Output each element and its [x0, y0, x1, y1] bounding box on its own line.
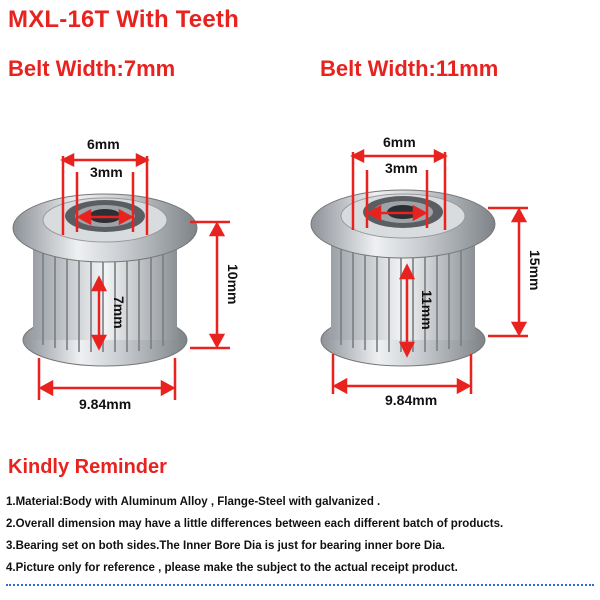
note-item: 2.Overall dimension may have a little di…	[6, 518, 504, 530]
dim-outer-bore-right: 6mm	[383, 134, 416, 150]
dim-diameter-left: 9.84mm	[79, 396, 132, 412]
pulley-image-right: 6mm 3mm 15mm 11mm 9.84mm	[303, 134, 563, 430]
reminder-notes: 1.Material:Body with Aluminum Alloy , Fl…	[6, 494, 596, 582]
reminder-title: Kindly Reminder	[8, 456, 167, 478]
pulley-image-left: 6mm 3mm 10mm 7mm 9.84mm	[5, 136, 265, 430]
dim-tooth-left: 7mm	[111, 296, 127, 329]
dim-height-left: 10mm	[225, 264, 241, 305]
dim-tooth-right: 11mm	[419, 290, 435, 330]
page-title: MXL-16T With Teeth	[8, 6, 239, 33]
pulley-drawing-right	[310, 148, 528, 395]
dim-inner-bore-left: 3mm	[90, 164, 123, 180]
dim-height-right: 15mm	[527, 250, 543, 291]
dim-diameter-right: 9.84mm	[385, 392, 438, 408]
belt-width-right: Belt Width:11mm	[320, 56, 499, 81]
note-item: 3.Bearing set on both sides.The Inner Bo…	[6, 540, 445, 552]
dim-inner-bore-right: 3mm	[385, 160, 418, 176]
pulley-drawing-left	[12, 152, 230, 400]
belt-width-left: Belt Width:7mm	[8, 56, 176, 81]
dim-outer-bore-left: 6mm	[87, 136, 120, 152]
note-item: 1.Material:Body with Aluminum Alloy , Fl…	[6, 496, 381, 508]
note-item: 4.Picture only for reference , please ma…	[6, 562, 458, 574]
dotted-divider	[6, 584, 594, 586]
